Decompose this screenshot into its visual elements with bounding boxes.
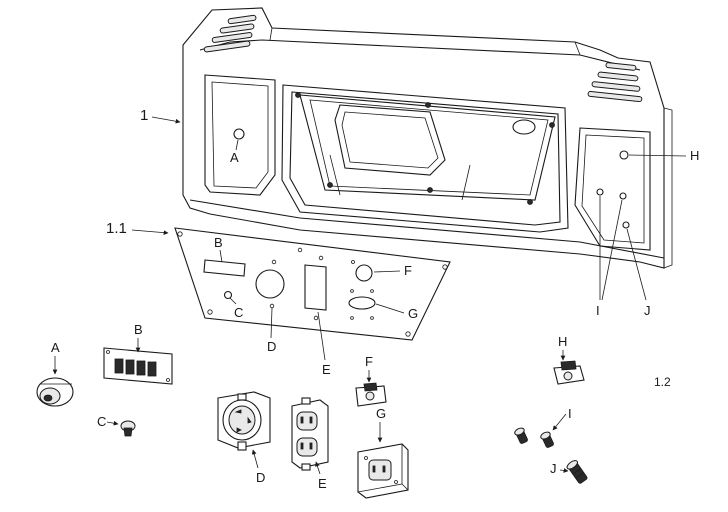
plate-hole-c [223, 290, 233, 300]
part-a-key-switch [36, 377, 74, 407]
part-label-j: J [550, 461, 557, 476]
part-label-g: G [376, 406, 386, 421]
frame-hole-i-2 [619, 192, 627, 200]
part-f-circuit-breaker [355, 382, 387, 407]
part-label-c: C [97, 414, 106, 429]
plate-hole-g [348, 296, 376, 310]
callout-kit: 1.2 [654, 375, 671, 389]
frame-center-opening [281, 84, 569, 233]
plate-label-c: C [234, 305, 243, 320]
callout-plate: 1.1 [106, 220, 127, 237]
control-panel-plate [174, 227, 451, 341]
part-e-duplex-outlet [291, 397, 329, 471]
part-j-connector [566, 460, 588, 484]
plate-label-d: D [267, 339, 276, 354]
plate-label-b: B [214, 235, 223, 250]
plate-label-e: E [322, 362, 331, 377]
frame-hole-a [233, 128, 245, 140]
plate-cutout-b [203, 259, 246, 277]
plate-hole-d [255, 269, 285, 299]
part-label-a: A [51, 340, 60, 355]
plate-label-g: G [408, 306, 418, 321]
part-i-indicator-lamps [514, 427, 554, 448]
part-c-indicator [120, 420, 136, 437]
part-label-i: I [568, 406, 572, 421]
frame-hole-i-1 [596, 188, 604, 196]
part-g-outlet-box [357, 443, 409, 499]
part-label-e: E [318, 476, 327, 491]
frame-label-i: I [596, 303, 600, 318]
part-h-breaker [553, 360, 585, 385]
frame-label-j: J [644, 303, 651, 318]
frame-hole-h [619, 150, 629, 160]
frame-vents-right [587, 62, 643, 103]
frame-label-h: H [690, 148, 699, 163]
part-label-f: F [365, 354, 373, 369]
frame-vents-left [203, 14, 257, 53]
frame-label-a: A [230, 150, 239, 165]
frame-assembly [182, 7, 673, 269]
part-label-d: D [256, 470, 265, 485]
plate-label-f: F [404, 263, 412, 278]
plate-hole-f [355, 264, 373, 282]
frame-hole-j [622, 221, 630, 229]
part-d-twist-lock-receptacle [217, 391, 271, 451]
plate-cutout-e [304, 264, 327, 311]
part-label-b: B [134, 322, 143, 337]
part-b-hour-meter [103, 347, 173, 385]
part-label-h: H [558, 334, 567, 349]
callout-frame: 1 [140, 107, 148, 124]
